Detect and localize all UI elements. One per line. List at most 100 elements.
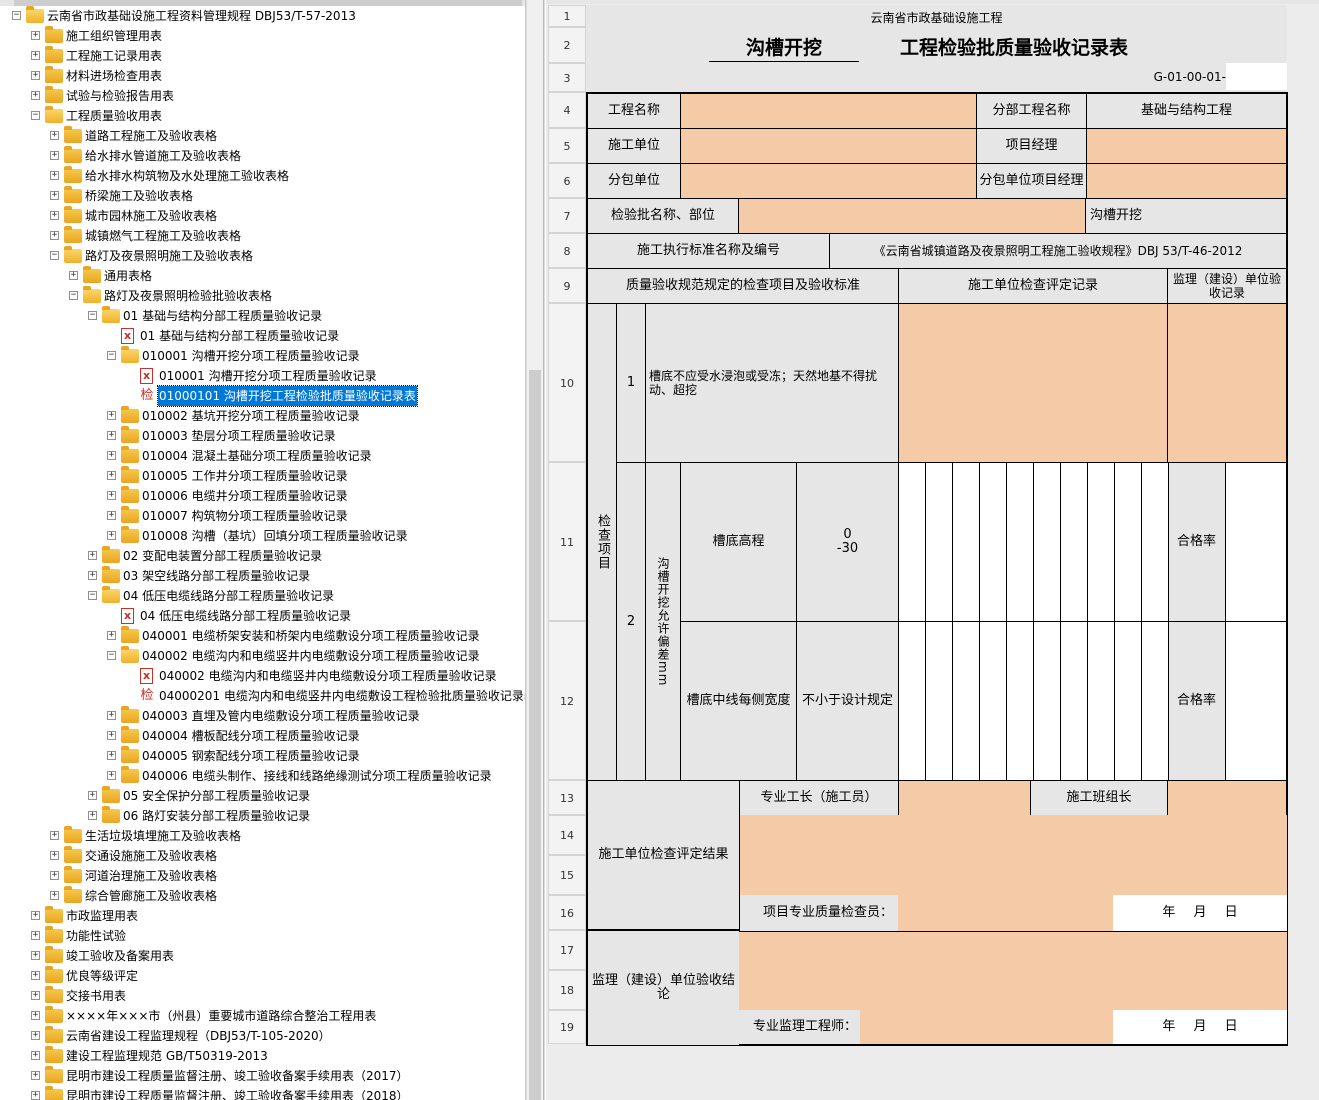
batch-input[interactable]	[738, 198, 1086, 234]
row-header[interactable]: 4	[548, 92, 586, 128]
row-header[interactable]: 5	[548, 128, 586, 163]
tree-item[interactable]: 01 基础与结构分部工程质量验收记录	[0, 326, 525, 346]
tree-item[interactable]: +河道治理施工及验收表格	[0, 866, 525, 886]
tree-item[interactable]: +03 架空线路分部工程质量验收记录	[0, 566, 525, 586]
tree-item[interactable]: +城镇燃气工程施工及验收表格	[0, 226, 525, 246]
expand-icon[interactable]: +	[88, 810, 97, 820]
supervision-conclusion-input[interactable]	[739, 931, 1287, 1011]
tree-item[interactable]: −云南省市政基础设施工程资料管理规程 DBJ53/T-57-2013	[0, 6, 525, 26]
expand-icon[interactable]: +	[31, 910, 40, 920]
expand-icon[interactable]: +	[107, 470, 116, 480]
expand-icon[interactable]: +	[50, 190, 59, 200]
collapse-icon[interactable]: −	[12, 10, 21, 20]
expand-icon[interactable]: +	[31, 930, 40, 940]
form-code-input[interactable]	[1226, 63, 1287, 90]
measure-cell[interactable]	[1060, 621, 1088, 781]
tree-item[interactable]: +云南省建设工程监理规程（DBJ53/T-105-2020）	[0, 1026, 525, 1046]
tree-item[interactable]: +建设工程监理规范 GB/T50319-2013	[0, 1046, 525, 1066]
tree-item[interactable]: +工程施工记录用表	[0, 46, 525, 66]
expand-icon[interactable]: +	[107, 450, 116, 460]
tree-item[interactable]: −010001 沟槽开挖分项工程质量验收记录	[0, 346, 525, 366]
tree-item[interactable]: +040004 槽板配线分项工程质量验收记录	[0, 726, 525, 746]
expand-icon[interactable]: +	[50, 230, 59, 240]
tree-item[interactable]: +040001 电缆桥架安装和桥架内电缆敷设分项工程质量验收记录	[0, 626, 525, 646]
measure-cell[interactable]	[898, 621, 926, 781]
sub-project-value[interactable]: 基础与结构工程	[1086, 93, 1287, 129]
tree-item[interactable]: 010001 沟槽开挖分项工程质量验收记录	[0, 366, 525, 386]
expand-icon[interactable]: +	[107, 630, 116, 640]
tree-item[interactable]: +道路工程施工及验收表格	[0, 126, 525, 146]
expand-icon[interactable]: +	[31, 970, 40, 980]
expand-icon[interactable]: +	[107, 490, 116, 500]
expand-icon[interactable]: +	[107, 750, 116, 760]
row-header[interactable]: 13	[548, 780, 586, 815]
expand-icon[interactable]: +	[107, 730, 116, 740]
constructor-result-input[interactable]	[739, 815, 1287, 895]
measure-cell[interactable]	[898, 462, 926, 622]
pm-input[interactable]	[1086, 128, 1287, 164]
tree-item[interactable]: +010006 电缆井分项工程质量验收记录	[0, 486, 525, 506]
tree-item[interactable]: −040002 电缆沟内和电缆竖井内电缆敷设分项工程质量验收记录	[0, 646, 525, 666]
row-header[interactable]: 6	[548, 163, 586, 198]
tree-item[interactable]: +综合管廊施工及验收表格	[0, 886, 525, 906]
tree-item[interactable]: +交接书用表	[0, 986, 525, 1006]
expand-icon[interactable]: +	[31, 1050, 40, 1060]
tree-item[interactable]: +桥梁施工及验收表格	[0, 186, 525, 206]
tree-item[interactable]: +试验与检验报告用表	[0, 86, 525, 106]
tree-item[interactable]: +05 安全保护分部工程质量验收记录	[0, 786, 525, 806]
row-header[interactable]: 3	[548, 63, 586, 92]
row-header[interactable]: 16	[548, 895, 586, 930]
subcontractor-input[interactable]	[680, 163, 977, 199]
row12-pass-rate-input[interactable]	[1225, 621, 1287, 781]
expand-icon[interactable]: +	[31, 1030, 40, 1040]
tree-item[interactable]: −路灯及夜景照明检验批验收表格	[0, 286, 525, 306]
row-header[interactable]: 2	[548, 27, 586, 63]
tree-item[interactable]: +010005 工作井分项工程质量验收记录	[0, 466, 525, 486]
measure-cell[interactable]	[979, 621, 1007, 781]
tree-item[interactable]: −工程质量验收用表	[0, 106, 525, 126]
tree-item[interactable]: +010003 垫层分项工程质量验收记录	[0, 426, 525, 446]
row-header[interactable]: 14	[548, 815, 586, 855]
tree-item[interactable]: +××××年×××市（州县）重要城市道路综合整治工程用表	[0, 1006, 525, 1026]
row-header[interactable]: 18	[548, 970, 586, 1010]
scrollbar-thumb[interactable]	[529, 370, 541, 1100]
row-header[interactable]: 12	[548, 621, 586, 780]
measure-cell[interactable]	[1087, 621, 1115, 781]
tree-item[interactable]: +02 变配电装置分部工程质量验收记录	[0, 546, 525, 566]
row11-pass-rate-input[interactable]	[1225, 462, 1287, 622]
tree-item[interactable]: 04 低压电缆线路分部工程质量验收记录	[0, 606, 525, 626]
expand-icon[interactable]: +	[50, 150, 59, 160]
expand-icon[interactable]: +	[69, 270, 78, 280]
expand-icon[interactable]: +	[88, 550, 97, 560]
collapse-icon[interactable]: −	[88, 310, 97, 320]
expand-icon[interactable]: +	[31, 70, 40, 80]
expand-icon[interactable]: +	[50, 850, 59, 860]
expand-icon[interactable]: +	[50, 890, 59, 900]
measure-cell[interactable]	[1114, 462, 1142, 622]
tree-item[interactable]: +生活垃圾填埋施工及验收表格	[0, 826, 525, 846]
row-header[interactable]: 7	[548, 198, 586, 233]
tree-item[interactable]: +施工组织管理用表	[0, 26, 525, 46]
expand-icon[interactable]: +	[107, 530, 116, 540]
measure-cell[interactable]	[1087, 462, 1115, 622]
tree-item[interactable]: +040006 电缆头制作、接线和线路绝缘测试分项工程质量验收记录	[0, 766, 525, 786]
expand-icon[interactable]: +	[50, 870, 59, 880]
tree-horizontal-scrollbar[interactable]	[0, 0, 525, 6]
measure-cell[interactable]	[1141, 621, 1169, 781]
tree-item[interactable]: 040002 电缆沟内和电缆竖井内电缆敷设分项工程质量验收记录	[0, 666, 525, 686]
expand-icon[interactable]: +	[31, 1010, 40, 1020]
measure-cell[interactable]	[1006, 462, 1034, 622]
tree-item[interactable]: −01 基础与结构分部工程质量验收记录	[0, 306, 525, 326]
tree-item[interactable]: +010007 构筑物分项工程质量验收记录	[0, 506, 525, 526]
expand-icon[interactable]: +	[31, 90, 40, 100]
tree-item[interactable]: +城市园林施工及验收表格	[0, 206, 525, 226]
expand-icon[interactable]: +	[31, 30, 40, 40]
tree-item[interactable]: +给水排水构筑物及水处理施工验收表格	[0, 166, 525, 186]
collapse-icon[interactable]: −	[50, 250, 59, 260]
row-header[interactable]: 1	[548, 5, 586, 27]
team-leader-input[interactable]	[1167, 780, 1287, 816]
expand-icon[interactable]: +	[31, 990, 40, 1000]
batch-value[interactable]: 沟槽开挖	[1085, 198, 1287, 234]
supervisor-date[interactable]: 年 月 日	[1113, 1010, 1287, 1044]
